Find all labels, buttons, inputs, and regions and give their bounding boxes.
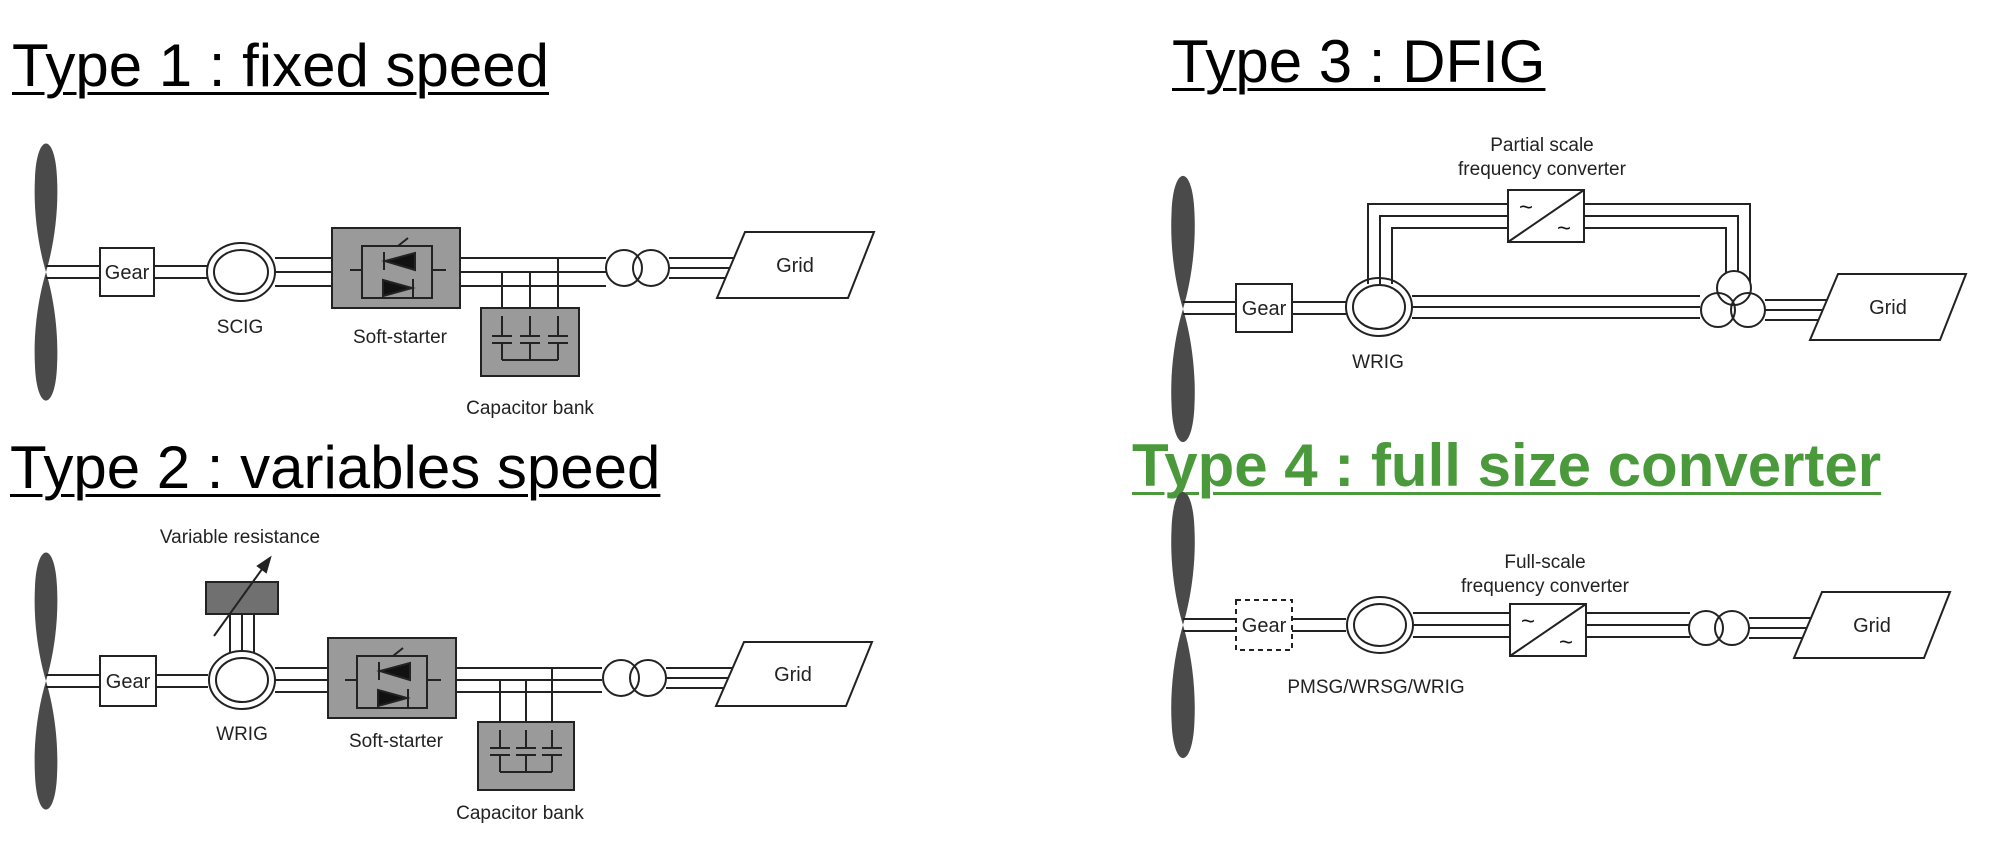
type4-converter-tilde-ac: ~ — [1521, 608, 1535, 635]
type2-generator-outer — [208, 650, 276, 710]
type2-softstarter-label: Soft-starter — [349, 731, 444, 752]
type4-gear-box — [1235, 599, 1293, 651]
type4-converter-tilde-grid: ~ — [1559, 629, 1573, 656]
type1-grid-label: Grid — [776, 255, 814, 277]
type1-capacitor-label: Capacitor bank — [466, 398, 594, 419]
type4-diagram: Gear PMSG/WRSG/WRIG Full-scale frequency… — [1171, 492, 1952, 758]
type4-transformer-left — [1688, 610, 1724, 646]
type4-rotor-blades — [1171, 492, 1195, 758]
type2-diagram: Gear Variable resistance WRIG Soft-start… — [35, 527, 874, 824]
type2-resistance-label: Variable resistance — [160, 527, 320, 548]
type1-grid-box — [715, 231, 876, 299]
type3-rotor-blades — [1171, 176, 1195, 442]
type3-transformer-left — [1700, 292, 1736, 328]
type1-title: Type 1 : fixed speed — [12, 32, 550, 99]
type3-converter-label-2: frequency converter — [1458, 159, 1627, 180]
type4-grid-label: Grid — [1853, 615, 1891, 637]
type2-capacitor-symbol — [490, 730, 562, 773]
type2-transformer-left — [602, 659, 640, 697]
type3-generator-inner — [1352, 284, 1406, 330]
type2-title: Type 2 : variables speed — [10, 434, 661, 501]
type1-gear-label: Gear — [105, 262, 150, 284]
type1-capacitor-symbol — [492, 316, 568, 361]
type2-grid-label: Grid — [774, 664, 812, 686]
type3-converter-tilde-ac: ~ — [1519, 194, 1533, 221]
type2-generator-label: WRIG — [216, 724, 268, 745]
type1-gear-box — [99, 247, 155, 297]
type3-gear-box — [1235, 283, 1293, 333]
type3-converter-tilde-grid: ~ — [1557, 215, 1571, 242]
type4-generator-label: PMSG/WRSG/WRIG — [1287, 677, 1464, 698]
type2-capacitor-label: Capacitor bank — [456, 803, 584, 824]
type2-softstarter-box — [327, 637, 457, 719]
type1-generator-label: SCIG — [217, 317, 263, 338]
type2-thyristor-symbol — [345, 647, 441, 709]
type3-gear-label: Gear — [1242, 298, 1287, 320]
type4-title: Type 4 : full size converter — [1132, 432, 1882, 499]
type2-gear-label: Gear — [106, 671, 151, 693]
type3-converter-label-1: Partial scale — [1490, 135, 1594, 156]
type4-gear-label: Gear — [1242, 615, 1287, 637]
type4-converter-label-1: Full-scale — [1504, 552, 1585, 573]
type1-softstarter-label: Soft-starter — [353, 327, 448, 348]
type2-grid-box — [714, 641, 874, 707]
type2-rotor-blades — [35, 552, 58, 809]
type1-thyristor-symbol — [350, 237, 446, 299]
type4-grid-box — [1792, 591, 1952, 659]
type4-generator-inner — [1353, 603, 1407, 647]
type3-diagram: Gear WRIG Partial scale frequency conver… — [1171, 135, 1968, 442]
type3-generator-label: WRIG — [1352, 352, 1404, 373]
type1-generator-inner — [213, 249, 269, 295]
type3-title: Type 3 : DFIG — [1172, 28, 1546, 95]
type4-converter-label-2: frequency converter — [1461, 576, 1630, 597]
type3-grid-label: Grid — [1869, 297, 1907, 319]
type3-generator-outer — [1345, 277, 1413, 337]
type4-generator-outer — [1346, 596, 1414, 654]
type3-grid-box — [1808, 273, 1968, 341]
type1-generator-outer — [206, 242, 276, 302]
type1-transformer-left — [605, 249, 643, 287]
type1-rotor-blades — [35, 143, 58, 400]
type1-diagram: Gear SCIG Soft-starter Capacitor bank Gr… — [35, 143, 876, 419]
type2-gear-box — [99, 655, 157, 707]
type2-generator-inner — [215, 657, 269, 703]
type1-softstarter-box — [331, 227, 461, 309]
